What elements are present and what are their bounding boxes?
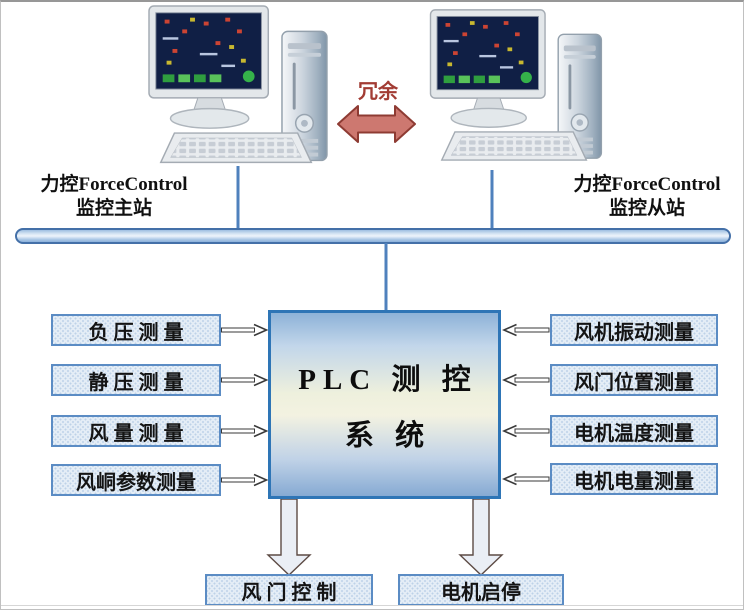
arrow-right-4	[502, 472, 550, 486]
arrow-motor-start-stop	[458, 498, 504, 576]
input-box-shaft-parameters: 风峒参数测量	[51, 464, 221, 496]
arrow-right-2	[502, 373, 550, 387]
input-box-motor-temperature: 电机温度测量	[550, 415, 718, 447]
plc-system-box: PLC 测 控 系 统	[268, 310, 501, 499]
input-box-static-pressure: 静 压 测 量	[51, 364, 221, 396]
image-bottom-edge	[1, 605, 743, 606]
input-box-fan-vibration: 风机振动测量	[550, 314, 718, 346]
redundancy-label: 冗余	[358, 81, 398, 103]
arrow-right-3	[502, 424, 550, 438]
arrow-left-2	[221, 373, 269, 387]
workstation-master-graphic	[148, 5, 328, 164]
arrow-left-3	[221, 424, 269, 438]
workstation-slave-graphic	[429, 9, 603, 161]
slave-station-line2: 监控从站	[608, 198, 685, 219]
master-station-line1: 力控ForceControl	[40, 174, 188, 195]
slave-station-label: 力控ForceControl 监控从站	[551, 173, 743, 221]
plc-line2: 系 统	[344, 419, 432, 452]
input-box-negative-pressure: 负 压 测 量	[51, 314, 221, 346]
slave-station-line1: 力控ForceControl	[573, 174, 721, 195]
arrow-damper-control	[266, 498, 312, 576]
plc-line1: PLC 测 控	[298, 363, 478, 396]
right-input-arrows	[502, 323, 550, 486]
arrow-left-4	[221, 473, 269, 487]
output-box-motor-start-stop: 电机启停	[398, 574, 564, 606]
master-station-line2: 监控主站	[75, 198, 152, 219]
input-box-damper-position: 风门位置测量	[550, 364, 718, 396]
output-box-damper-control: 风 门 控 制	[205, 574, 373, 606]
left-input-arrows	[221, 323, 269, 487]
network-bus-bar	[15, 228, 731, 244]
master-station-label: 力控ForceControl 监控主站	[15, 173, 213, 221]
input-box-motor-power: 电机电量测量	[550, 463, 718, 495]
arrow-right-1	[502, 323, 550, 337]
redundancy-arrow	[337, 105, 416, 143]
arrow-left-1	[221, 323, 269, 337]
input-box-air-volume: 风 量 测 量	[51, 415, 221, 447]
